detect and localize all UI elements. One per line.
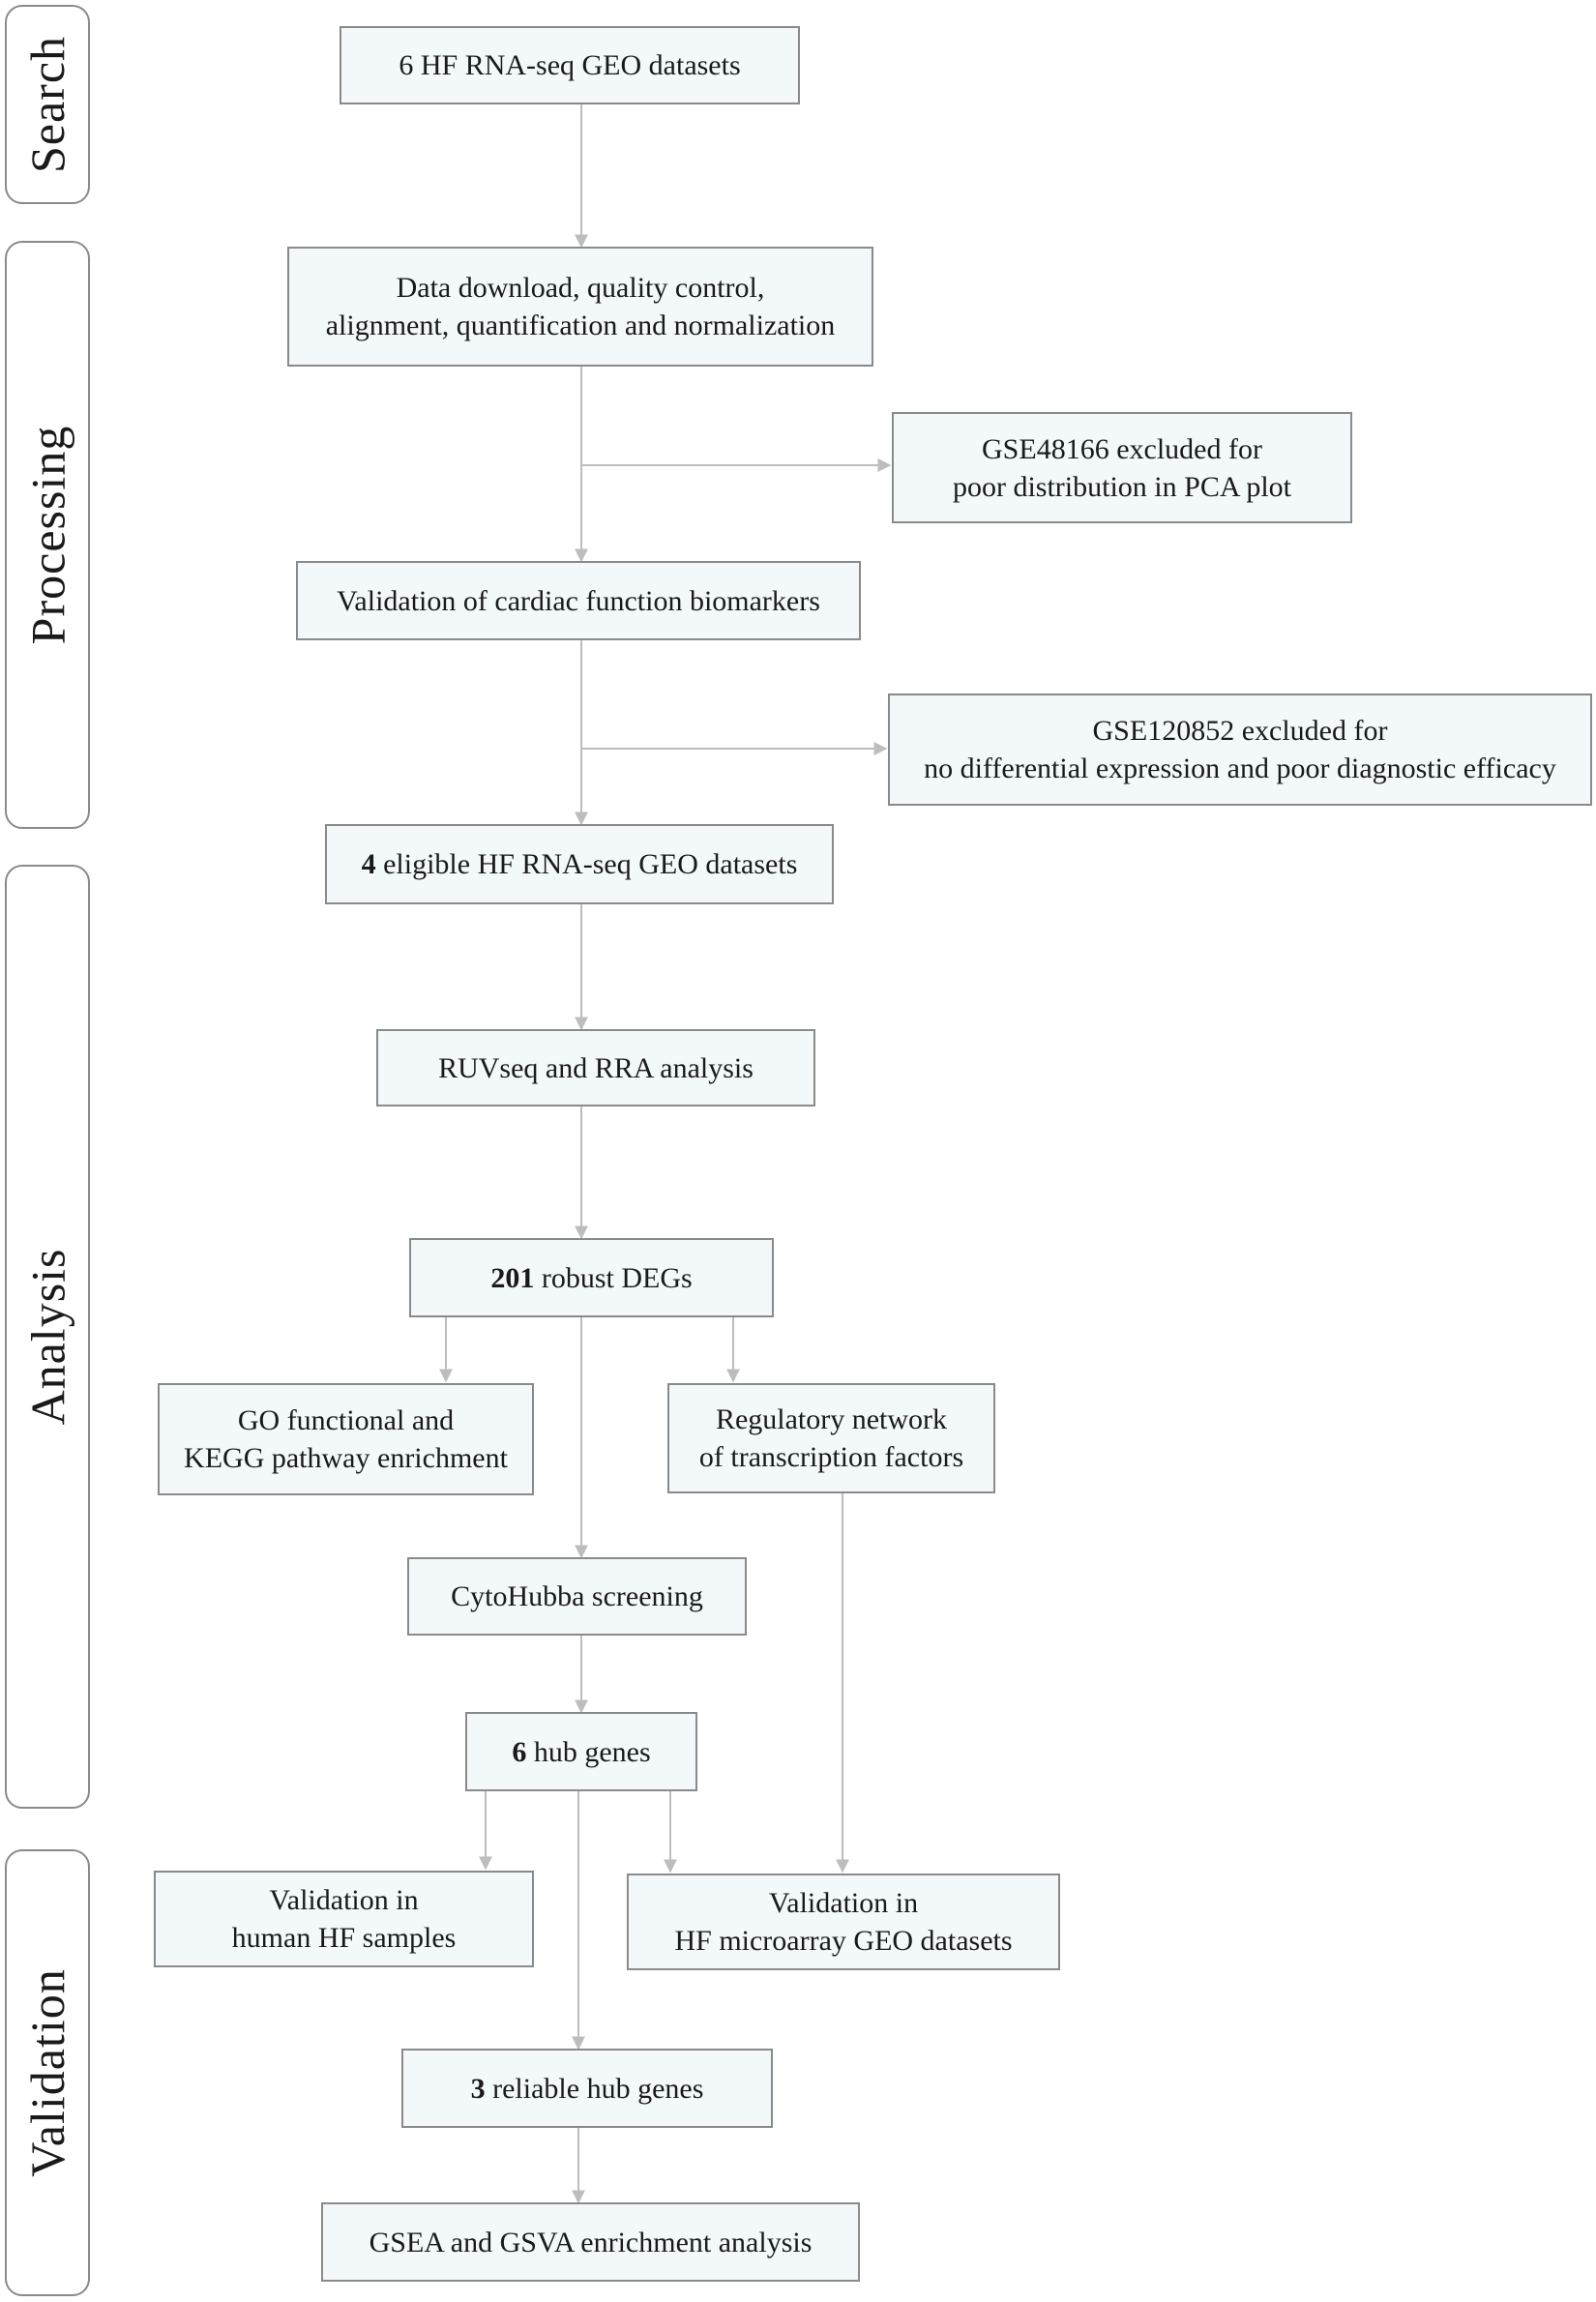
phase-processing-label: Processing (20, 425, 74, 645)
step-robust-degs: 201 robust DEGs (409, 1238, 774, 1317)
step-go-kegg-text: GO functional and KEGG pathway enrichmen… (184, 1404, 508, 1474)
phase-search-label: Search (20, 35, 75, 174)
eligible-label: eligible HF RNA-seq GEO datasets (375, 848, 798, 880)
step-ruvseq-rra-text: RUVseq and RRA analysis (438, 1051, 754, 1084)
step-cytohubba-text: CytoHubba screening (451, 1580, 703, 1612)
step-regulatory-network: Regulatory network of transcription fact… (667, 1383, 995, 1493)
degs-count: 201 (490, 1261, 535, 1294)
step-gsea-gsva: GSEA and GSVA enrichment analysis (321, 2202, 860, 2282)
step-go-kegg: GO functional and KEGG pathway enrichmen… (158, 1383, 534, 1495)
step-eligible-datasets: 4 eligible HF RNA-seq GEO datasets (325, 824, 834, 904)
phase-analysis-label: Analysis (20, 1248, 74, 1426)
step-validation-human-text: Validation in human HF samples (231, 1884, 457, 1954)
step-reliable-hub-genes-text: 3 reliable hub genes (471, 2070, 704, 2108)
step-regulatory-network-text: Regulatory network of transcription fact… (698, 1403, 964, 1473)
reliable-label: reliable hub genes (485, 2072, 704, 2105)
step-data-processing: Data download, quality control, alignmen… (287, 247, 873, 367)
step-validation-human: Validation in human HF samples (154, 1871, 534, 1967)
step-excluded-gse48166-text: GSE48166 excluded for poor distribution … (952, 432, 1292, 503)
step-ruvseq-rra: RUVseq and RRA analysis (376, 1029, 815, 1107)
step-excluded-gse120852-text: GSE120852 excluded for no differential e… (924, 715, 1556, 784)
step-geo-datasets: 6 HF RNA-seq GEO datasets (340, 26, 800, 104)
phase-validation-label: Validation (20, 1968, 74, 2177)
step-hub-genes-text: 6 hub genes (512, 1733, 650, 1771)
phase-processing: Processing (5, 241, 90, 829)
step-hub-genes: 6 hub genes (465, 1712, 697, 1791)
phase-validation: Validation (5, 1849, 90, 2296)
step-gsea-gsva-text: GSEA and GSVA enrichment analysis (369, 2226, 813, 2258)
degs-label: robust DEGs (534, 1261, 693, 1294)
eligible-count: 4 (361, 848, 376, 880)
step-validation-microarray: Validation in HF microarray GEO datasets (627, 1874, 1060, 1970)
phase-search: Search (5, 5, 90, 204)
step-robust-degs-text: 201 robust DEGs (490, 1259, 692, 1297)
step-excluded-gse120852: GSE120852 excluded for no differential e… (888, 694, 1592, 806)
hub-count: 6 (512, 1735, 527, 1768)
step-reliable-hub-genes: 3 reliable hub genes (401, 2049, 773, 2128)
hub-label: hub genes (526, 1735, 651, 1768)
step-validation-biomarkers-text: Validation of cardiac function biomarker… (337, 584, 820, 617)
reliable-count: 3 (470, 2072, 486, 2105)
step-excluded-gse48166: GSE48166 excluded for poor distribution … (892, 412, 1352, 523)
step-geo-datasets-text: 6 HF RNA-seq GEO datasets (399, 49, 741, 81)
step-data-processing-text: Data download, quality control, alignmen… (325, 272, 836, 341)
step-validation-biomarkers: Validation of cardiac function biomarker… (296, 561, 861, 640)
step-cytohubba: CytoHubba screening (407, 1557, 747, 1636)
step-validation-microarray-text: Validation in HF microarray GEO datasets (674, 1887, 1013, 1957)
phase-analysis: Analysis (5, 865, 90, 1809)
step-eligible-datasets-text: 4 eligible HF RNA-seq GEO datasets (362, 845, 798, 883)
